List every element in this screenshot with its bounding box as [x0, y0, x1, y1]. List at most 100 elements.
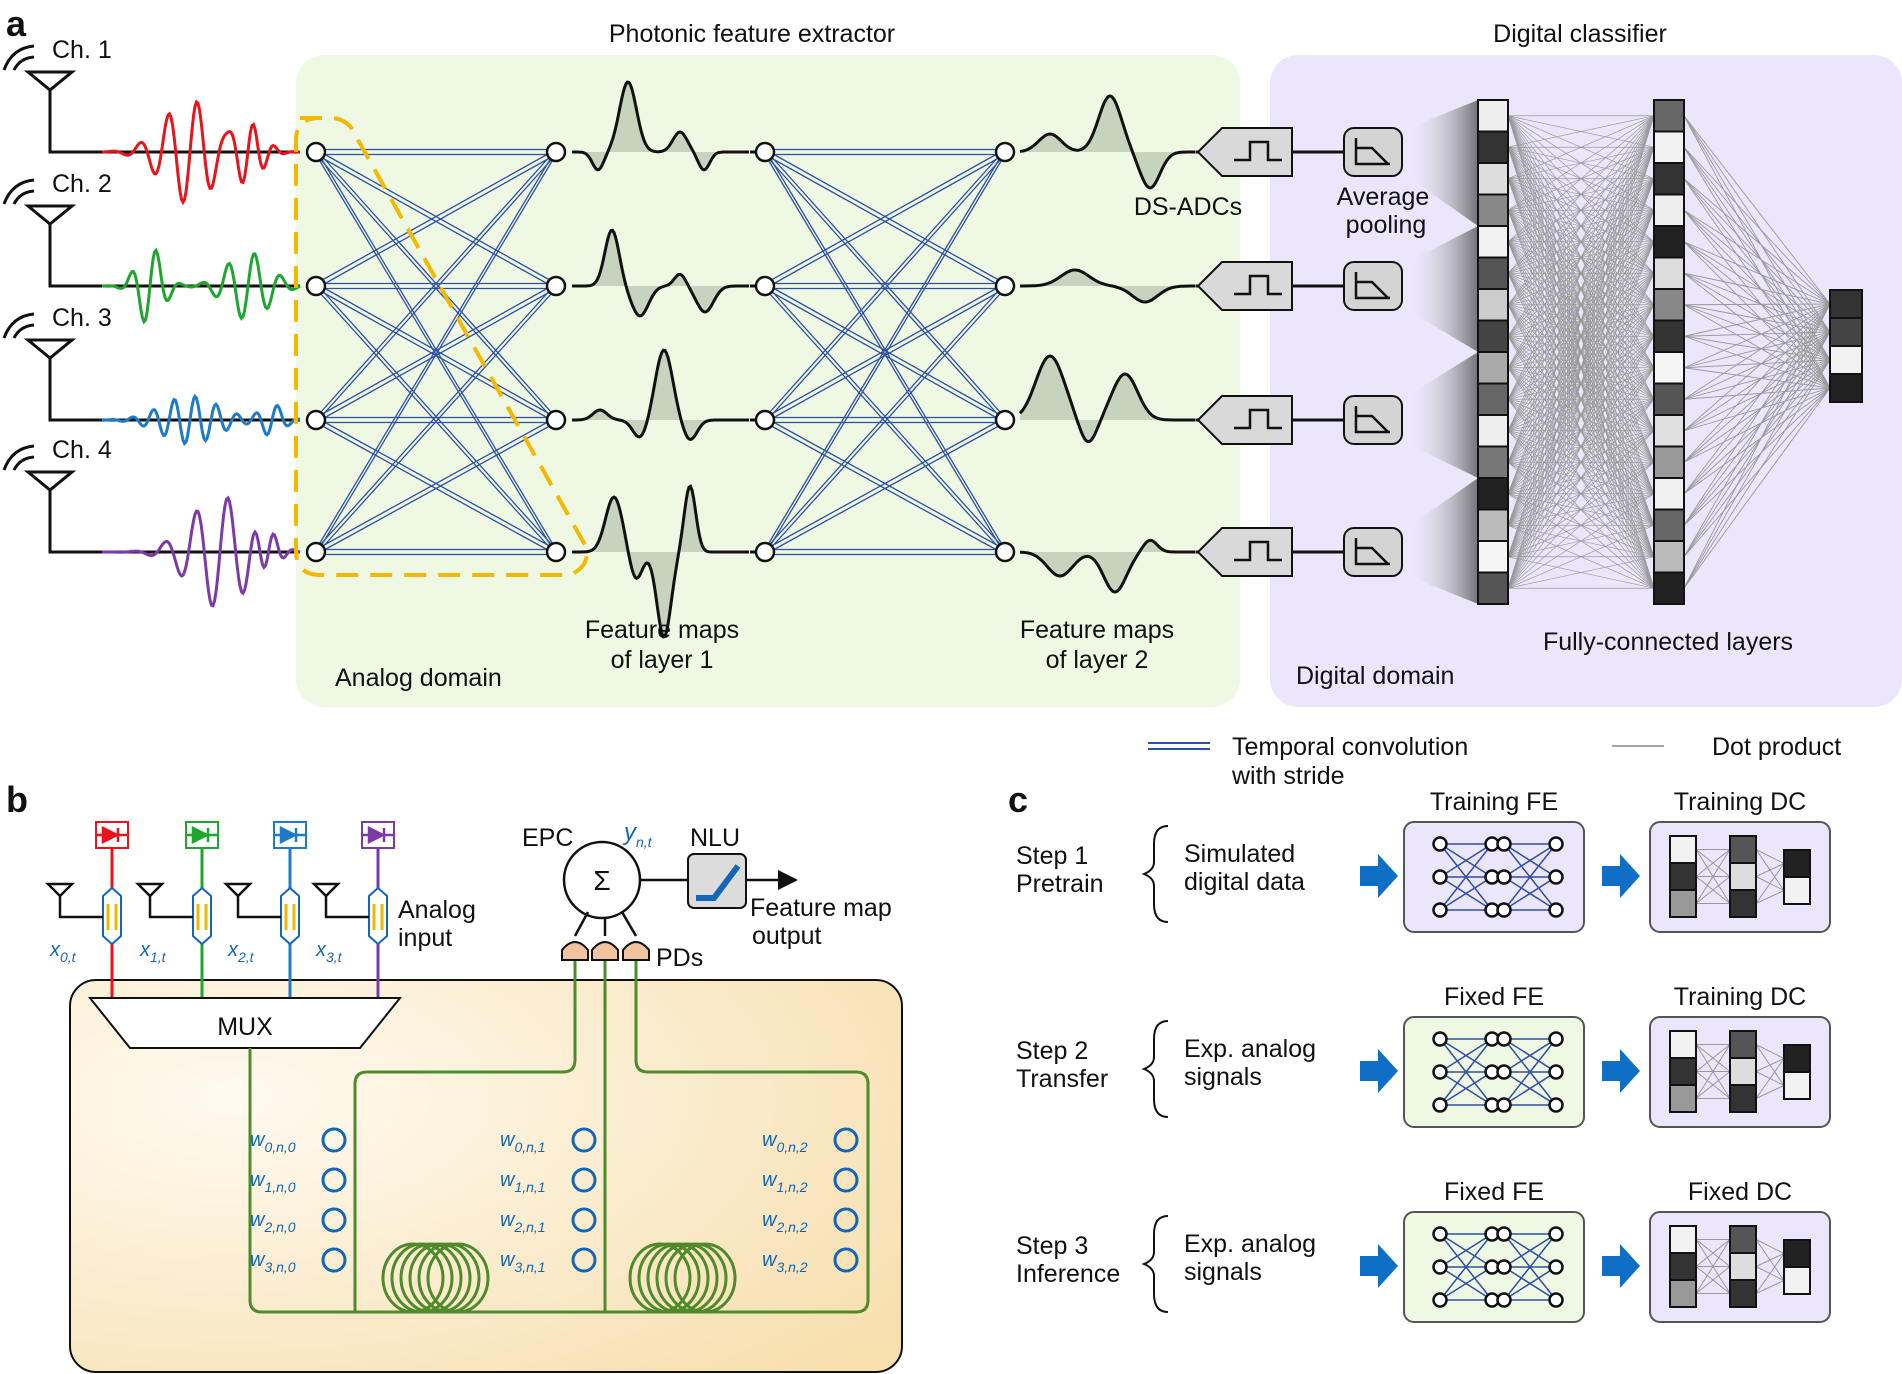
fc-edge-2: [1683, 359, 1831, 400]
node-1-2: [754, 275, 776, 297]
step-2-mini-fe-node: [1548, 1097, 1564, 1113]
weight-label-1-0-sub: 0,n,1: [514, 1139, 545, 1155]
input-antenna-2: [222, 882, 281, 919]
pool-beam-1: [1404, 100, 1478, 226]
conv-line-1-3-1b: [764, 288, 1006, 555]
weight-label-1-3: w3,n,1: [500, 1249, 546, 1275]
weight-ring-2-0: [833, 1127, 859, 1153]
fc-edge-2: [1683, 178, 1831, 305]
fc-edge-1: [1507, 147, 1655, 589]
fc-layer2-cell: [1653, 319, 1685, 353]
step-1-mini-dc-cell: [1783, 849, 1811, 878]
digital-domain-label: Digital domain: [1296, 662, 1454, 690]
step-1-mini-fe-edge: [1439, 843, 1493, 911]
fc-edge-2: [1683, 331, 1831, 589]
step-1-brace: [1141, 825, 1169, 923]
fm1-label-line2: of layer 1: [611, 646, 714, 674]
fc-layer1-cell: [1477, 130, 1509, 164]
step-2-mini-dc-edge: [1695, 1044, 1731, 1072]
channel-label-3: Ch. 3: [52, 304, 112, 332]
waveguide-group: [248, 960, 870, 1314]
node-3-1: [545, 541, 567, 563]
step-1-dc-title: Training DC: [1674, 788, 1806, 816]
weight-label-0-3: w3,n,0: [250, 1249, 296, 1275]
weight-label-2-1-sub: 1,n,2: [776, 1179, 807, 1195]
weight-label-1-2-main: w: [500, 1209, 516, 1231]
feature-map-output-line1: Feature map: [750, 894, 892, 922]
photodetector-2: [622, 941, 650, 961]
fc-edge-2: [1683, 241, 1831, 305]
laser-diode-icon-1: [186, 825, 218, 845]
fc-layer2-cell: [1653, 508, 1685, 542]
fc-edge-2: [1683, 367, 1831, 389]
pool-icon-1: [1354, 138, 1390, 166]
step-2-mini-dc-edge: [1695, 1071, 1731, 1099]
step-2-brace: [1141, 1020, 1169, 1118]
fc-layers-label: Fully-connected layers: [1543, 628, 1793, 656]
step-3-mini-dc-edge: [1755, 1280, 1785, 1294]
fc-edge-2: [1683, 147, 1831, 389]
step-2-number: Step 2: [1016, 1037, 1088, 1065]
step-1-mini-dc-cell: [1729, 835, 1757, 864]
adc-step-3: [1234, 408, 1282, 430]
input-wave-ch2: [102, 247, 301, 325]
step-3-mini-dc-edge: [1695, 1266, 1731, 1294]
fc-layer1-cell: [1477, 382, 1509, 416]
fc-edge-2: [1683, 331, 1831, 369]
node-3-0: [305, 541, 327, 563]
fm1-fill-1: [572, 82, 750, 170]
weight-label-2-2-main: w: [762, 1209, 778, 1231]
fc-edge-1: [1507, 115, 1655, 526]
adc-step-2: [1234, 274, 1282, 296]
step-1-arrow-2: [1602, 854, 1640, 898]
step-3-mini-fe-node: [1496, 1292, 1512, 1308]
fc-layer2-cell: [1653, 193, 1685, 227]
pd-link-2: [620, 911, 638, 937]
fc-layer2-cell: [1653, 99, 1685, 133]
fm2-label-line2: of layer 2: [1046, 646, 1149, 674]
step-1-arrow-1: [1360, 854, 1398, 898]
step-3-arrow-2: [1602, 1244, 1640, 1288]
step-2-mini-fe-edge: [1503, 1038, 1557, 1073]
step-1-mini-fe-edge: [1503, 843, 1557, 878]
step-3-mini-fe-edge: [1439, 1233, 1493, 1268]
step-3-mini-fe-node: [1432, 1226, 1448, 1242]
step-1-mini-dc-edge: [1695, 849, 1731, 877]
fc-layer1-cell: [1477, 414, 1509, 448]
step-3-mini-fe-node: [1548, 1259, 1564, 1275]
weight-label-1-1-sub: 1,n,1: [514, 1179, 545, 1195]
step-3-mini-dc-cell: [1729, 1225, 1757, 1254]
weight-label-2-3: w3,n,2: [762, 1249, 808, 1275]
laser-diode-icon-3: [362, 825, 394, 845]
step-1-mini-fe-edge: [1439, 876, 1493, 911]
step-3-mini-dc-edge: [1755, 1239, 1785, 1254]
fc-layer2-cell: [1653, 382, 1685, 416]
node-2-1: [545, 409, 567, 431]
fc-layer2-cell: [1653, 571, 1685, 605]
conv-line-0-3-1b: [315, 288, 557, 555]
fc-edge-2: [1683, 359, 1831, 432]
weight-ring-1-3: [571, 1247, 597, 1273]
step-1-mini-dc-cell: [1669, 889, 1697, 918]
pool-beam-2: [1404, 226, 1478, 352]
conv-line-1-3-1: [764, 283, 1006, 550]
fc-layer1-cell: [1477, 225, 1509, 259]
conv-line-0-2-0b: [315, 154, 557, 423]
weight-label-0-1-main: w: [250, 1169, 266, 1191]
step-1-mini-dc-edge: [1755, 890, 1785, 904]
fc-edge-1: [1507, 241, 1655, 589]
fully-connected-network: [1404, 99, 1863, 605]
feature-map-output-line2: output: [752, 922, 822, 950]
fc-output-cell: [1829, 345, 1863, 375]
step-2-mini-dc-cell: [1783, 1044, 1811, 1073]
fm1-fill-4: [572, 486, 750, 637]
step-1-data-line2: digital data: [1184, 868, 1305, 896]
step-3-dc-title: Fixed DC: [1688, 1178, 1792, 1206]
fc-edge-2: [1683, 331, 1831, 400]
weight-label-1-2-sub: 2,n,1: [513, 1219, 545, 1235]
fc-edge-1: [1507, 115, 1655, 557]
fc-edge-2: [1683, 331, 1831, 495]
fc-output-cell: [1829, 373, 1863, 403]
step-2-mini-fe-edge: [1503, 1038, 1557, 1106]
